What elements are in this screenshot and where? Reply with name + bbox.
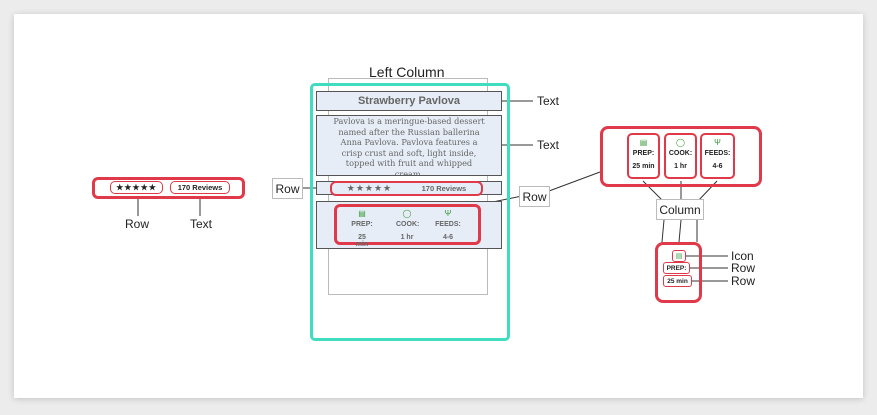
row-annotation-prep: Row <box>731 261 756 275</box>
cook-value: 1 hr <box>400 234 414 241</box>
rating-row: ★★★★★ 170 Reviews <box>330 181 483 196</box>
review-count: 170 Reviews <box>421 184 467 193</box>
left-column-label: Left Column <box>369 64 445 80</box>
timer-icon: ◯ <box>676 138 685 147</box>
review-count-zoom-text: 170 Reviews <box>177 183 223 192</box>
info-box-bg <box>316 201 502 249</box>
icon-annotation: Icon <box>731 249 754 263</box>
left-column-box <box>310 83 510 341</box>
text-annotation-description: Text <box>537 138 560 152</box>
calendar-icon: ▤ <box>358 209 366 218</box>
row-annotation-under: Row <box>125 217 150 231</box>
feeds-value-zoom: 4-6 <box>712 163 723 170</box>
description-box: Pavlova is a meringue-based dessert name… <box>316 115 502 176</box>
row-tag-rating-label: Row <box>275 181 300 196</box>
rating-row-zoom <box>92 177 245 199</box>
row-tag-info-label: Row <box>522 189 547 204</box>
cook-label: COOK: <box>396 221 420 228</box>
info-col-feeds: Ψ FEEDS: 4-6 <box>435 209 461 241</box>
calendar-icon: ▤ <box>639 138 648 147</box>
review-count-zoom: 170 Reviews <box>170 181 230 194</box>
info-col-prep: ▤ PREP: 25 min <box>351 209 373 248</box>
info-col-cook-zoom: ◯ COOK: 1 hr <box>664 133 697 179</box>
row-annotation-min: Row <box>731 274 756 288</box>
icon-box: ▤ <box>672 250 686 262</box>
info-col-feeds-zoom: Ψ FEEDS: 4-6 <box>700 133 735 179</box>
text-annotation-under: Text <box>190 217 213 231</box>
info-row: ▤ PREP: 25 min ◯ COOK: 1 hr Ψ FEEDS: 4-6 <box>334 204 481 248</box>
fork-knife-icon: Ψ <box>444 209 452 218</box>
column-tag-label: Column <box>659 202 701 217</box>
prep-value: 25 min <box>355 234 369 248</box>
star-rating: ★★★★★ <box>346 183 393 193</box>
timer-icon: ◯ <box>402 209 412 218</box>
recipe-description: Pavlova is a meringue-based dessert name… <box>333 116 485 176</box>
info-col-cook: ◯ COOK: 1 hr <box>396 209 420 241</box>
prep-row-text: PREP: <box>666 264 687 272</box>
star-rating-zoom: ★★★★★ <box>110 181 163 194</box>
prep-label-zoom: PREP: <box>632 150 655 157</box>
info-col-prep-zoom: ▤ PREP: 25 min <box>627 133 660 179</box>
prep-value-zoom: 25 min <box>632 163 655 170</box>
title-box: Strawberry Pavlova <box>316 91 502 111</box>
min-row-text: 25 min <box>667 277 688 285</box>
row-tag-info: Row <box>519 186 550 207</box>
cook-value-zoom: 1 hr <box>674 163 687 170</box>
recipe-title: Strawberry Pavlova <box>357 95 461 107</box>
single-column-zoom <box>655 242 702 303</box>
column-tag: Column <box>656 199 704 220</box>
cook-label-zoom: COOK: <box>668 150 693 157</box>
text-annotation-title: Text <box>537 94 560 108</box>
row-tag-rating: Row <box>272 178 303 199</box>
min-row-box: 25 min <box>663 275 692 287</box>
feeds-label-zoom: FEEDS: <box>704 150 731 157</box>
prep-label: PREP: <box>351 221 373 228</box>
calendar-icon: ▤ <box>675 253 683 260</box>
prep-row-box: PREP: <box>663 262 690 274</box>
info-row-zoom <box>600 126 762 187</box>
feeds-value: 4-6 <box>442 234 454 241</box>
feeds-label: FEEDS: <box>435 221 461 228</box>
star-rating-zoom-text: ★★★★★ <box>116 183 157 192</box>
fork-knife-icon: Ψ <box>714 138 721 147</box>
